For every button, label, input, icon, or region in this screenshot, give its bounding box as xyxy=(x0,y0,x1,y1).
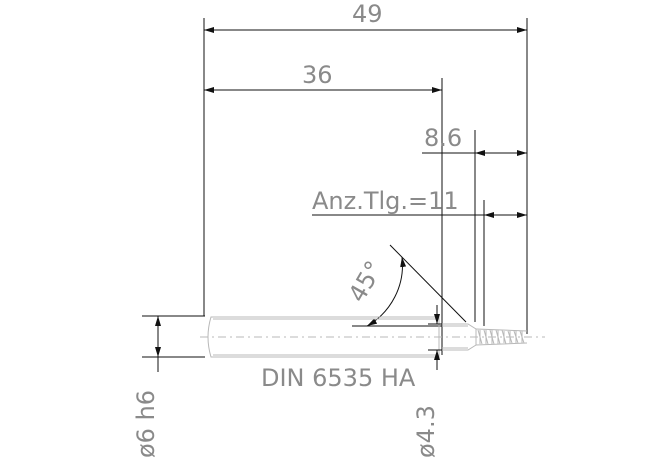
overall-length-label: 49 xyxy=(352,0,383,28)
angle-label: 45° xyxy=(343,256,389,307)
dimension-shank-diameter: ø6 h6 xyxy=(132,316,161,458)
shank-diameter-label: ø6 h6 xyxy=(132,390,160,458)
annotation-teeth-count: Anz.Tlg.=11 xyxy=(312,187,527,218)
teeth-count-label: Anz.Tlg.=11 xyxy=(312,187,459,215)
tool-body xyxy=(200,316,545,358)
dimension-overall-length: 49 xyxy=(204,0,527,33)
extension-lines xyxy=(142,18,528,358)
dimension-neck-diameter: ø4.3 xyxy=(412,305,442,458)
standard-label: DIN 6535 HA xyxy=(261,364,416,392)
dimension-thread-length: 8.6 xyxy=(422,124,527,156)
tool-shank xyxy=(207,316,440,358)
shank-length-label: 36 xyxy=(302,61,333,89)
dimension-shank-length: 36 xyxy=(204,61,442,93)
neck-diameter-label: ø4.3 xyxy=(412,405,440,458)
thread-length-label: 8.6 xyxy=(424,124,462,152)
dimension-angle: 45° xyxy=(343,244,467,327)
